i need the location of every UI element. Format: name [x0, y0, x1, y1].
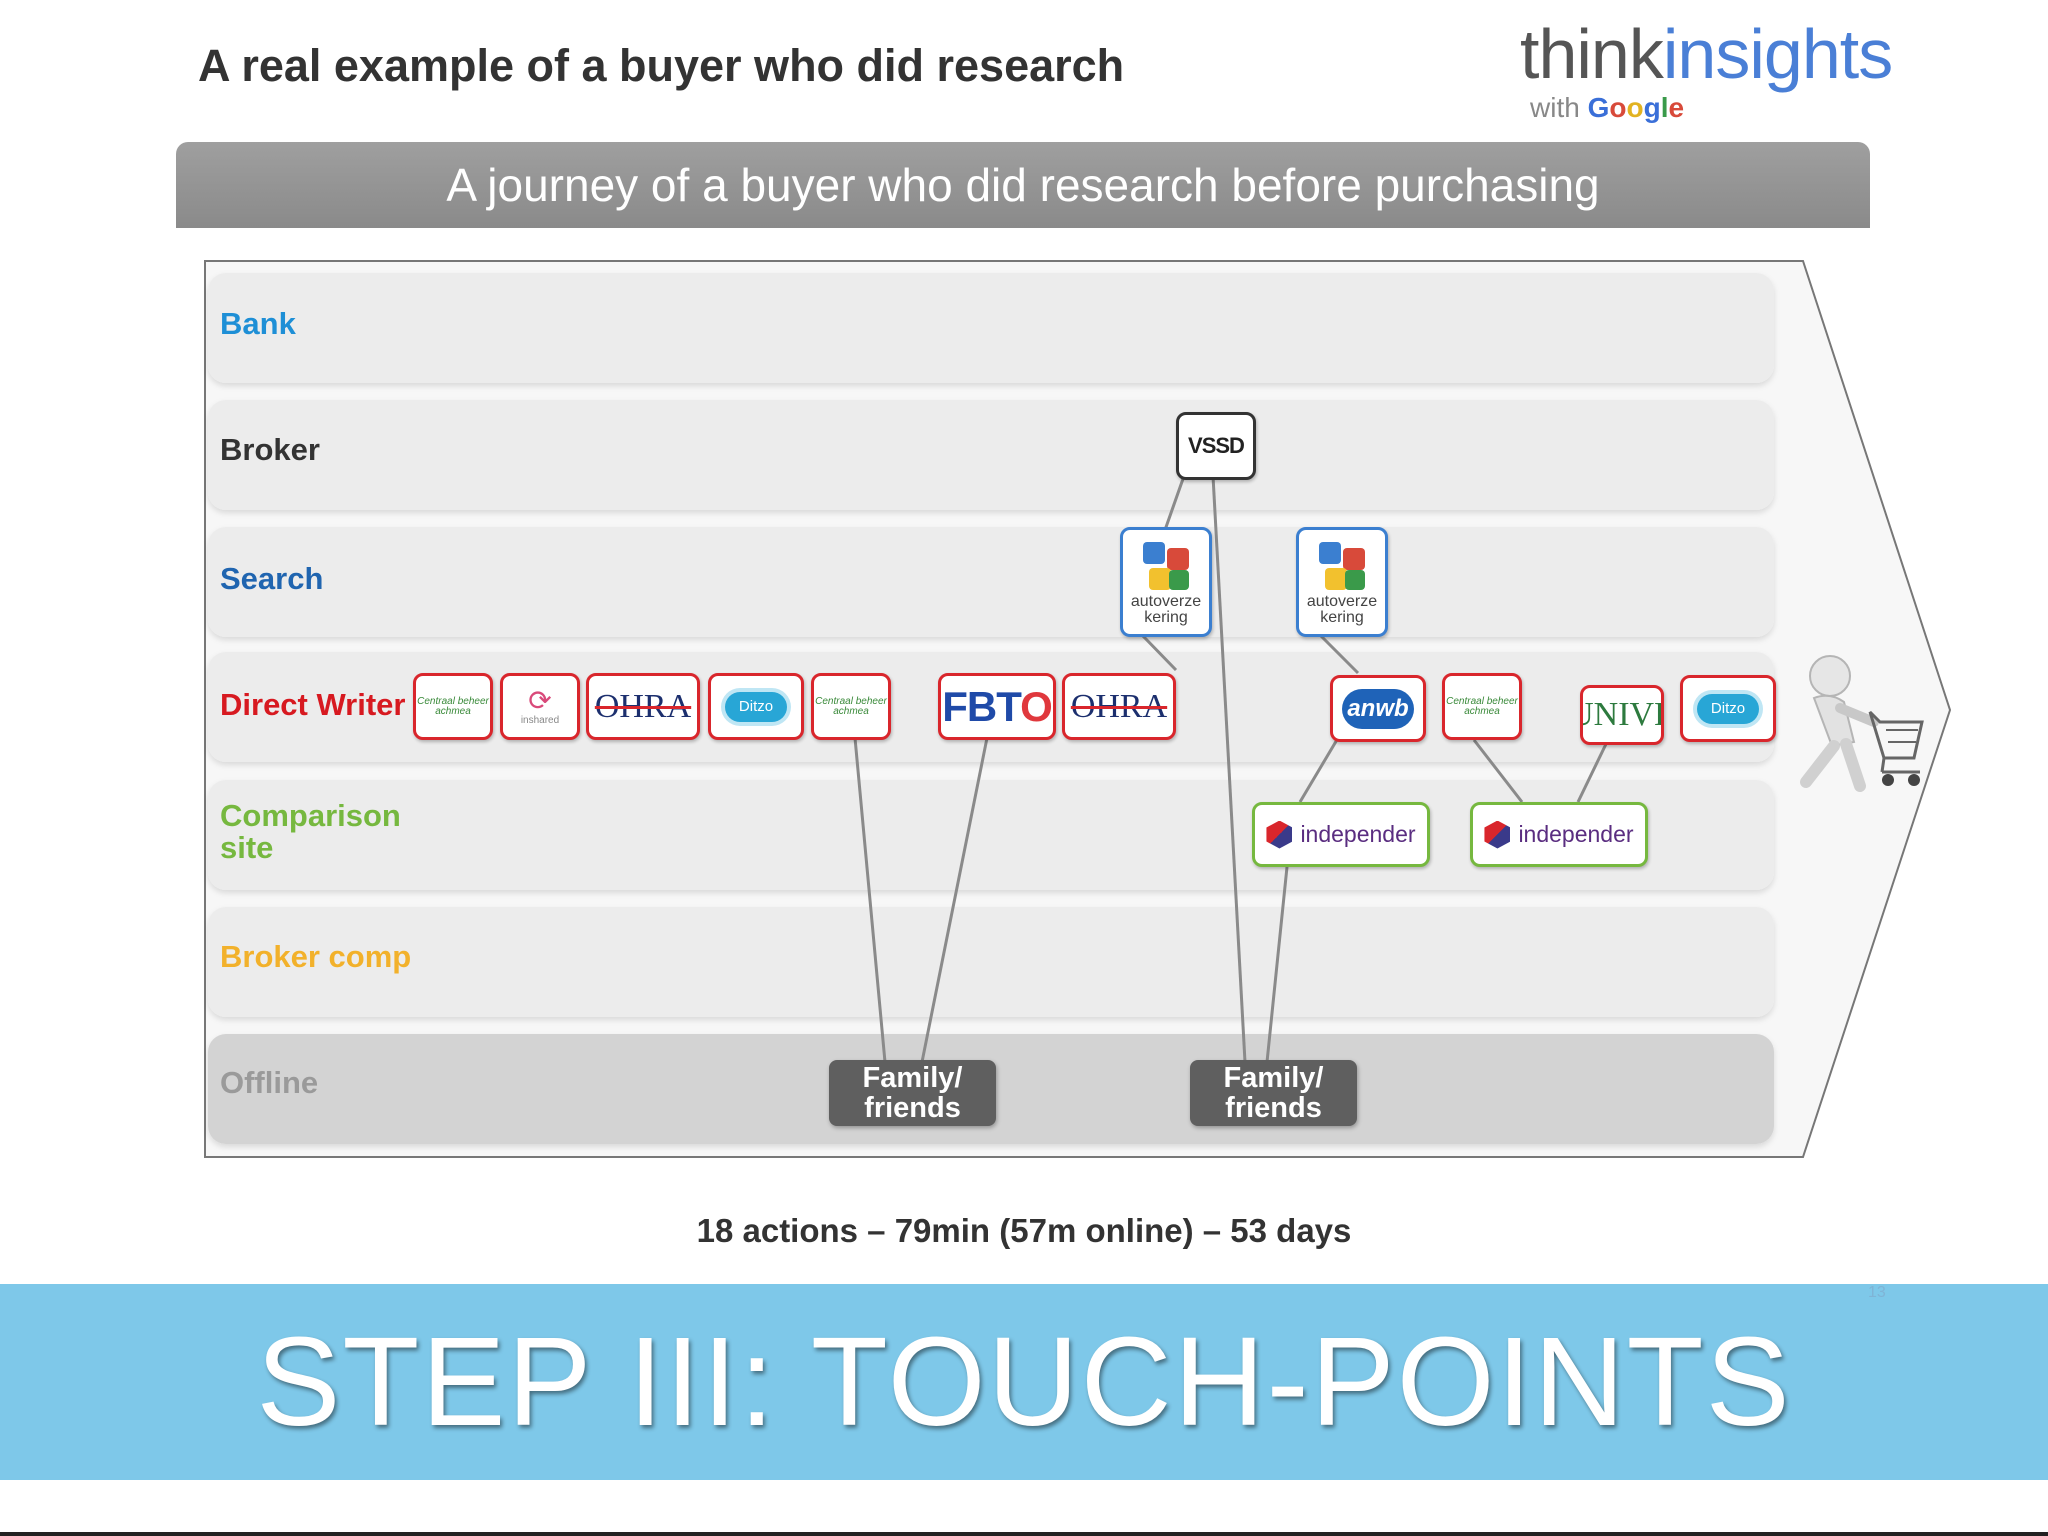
ditzo-logo: Ditzo	[725, 691, 787, 722]
unive-logo: UNIVÉ	[1583, 696, 1661, 733]
connector-line	[1472, 739, 1524, 803]
connector-line	[853, 737, 887, 1063]
touchpoint-centraal-beheer: Centraal beheer achmea	[413, 673, 493, 740]
ohra-logo: OHRA	[1070, 687, 1168, 725]
touchpoint-centraal-beheer: Centraal beheer achmea	[811, 673, 891, 740]
touchpoint-ditzo: Ditzo	[708, 673, 804, 740]
shopper-cart-icon	[1800, 655, 1924, 792]
think-insights-logo: thinkinsights with Google	[1520, 15, 1893, 123]
lane-label-broker-comp: Broker comp	[220, 939, 412, 974]
lane-label-comparison-site: Comparison site	[220, 798, 401, 865]
touchpoint-google-search: autoverze kering	[1296, 527, 1388, 637]
ohra-logo: OHRA	[594, 687, 692, 725]
hexagon-icon	[1484, 820, 1511, 849]
centraal-beheer-logo: Centraal beheer achmea	[1446, 695, 1518, 717]
lane-bank	[208, 273, 1774, 383]
connector-line	[1576, 743, 1608, 803]
lane-label-direct-writer: Direct Writer	[220, 687, 406, 722]
lane-broker-comp	[208, 907, 1774, 1017]
touchpoint-anwb: anwb	[1330, 675, 1426, 742]
independer-logo: independer	[1266, 820, 1416, 849]
cycle-icon: ⟳	[528, 685, 552, 716]
section-title-banner: STEP III: TOUCH-POINTS	[0, 1284, 2048, 1480]
vssd-logo: VSSD	[1188, 433, 1245, 458]
touchpoint-family-friends: Family/ friends	[1190, 1060, 1357, 1126]
journey-connector-lines	[853, 475, 1608, 1063]
centraal-beheer-logo: Centraal beheer achmea	[815, 695, 887, 717]
centraal-beheer-logo: Centraal beheer achmea	[417, 695, 489, 717]
lane-label-offline: Offline	[220, 1065, 319, 1100]
touchpoint-fbto: FBTO	[938, 673, 1056, 740]
touchpoint-centraal-beheer: Centraal beheer achmea	[1442, 673, 1522, 740]
google-logo	[1139, 538, 1193, 594]
journey-summary: 18 actions – 79min (57m online) – 53 day…	[696, 1212, 1352, 1249]
slide-title: A real example of a buyer who did resear…	[198, 40, 1125, 91]
touchpoint-unive: UNIVÉ	[1580, 685, 1664, 745]
touchpoint-inshared: ⟳ inshared	[500, 673, 580, 740]
touchpoint-ditzo: Ditzo	[1680, 675, 1776, 742]
google-logo	[1315, 538, 1369, 594]
fbto-logo: FBTO	[942, 682, 1053, 730]
lane-label-bank: Bank	[220, 306, 296, 341]
connector-line	[1319, 634, 1360, 675]
connector-line	[1211, 475, 1247, 1063]
hexagon-icon	[1266, 820, 1293, 849]
touchpoint-family-friends: Family/ friends	[829, 1060, 996, 1126]
lane-label-search: Search	[220, 561, 324, 596]
touchpoint-independer: independer	[1252, 802, 1430, 867]
ditzo-logo: Ditzo	[1697, 693, 1759, 724]
lane-broker	[208, 400, 1774, 510]
inshared-logo: inshared	[520, 715, 560, 726]
lane-label-broker: Broker	[220, 432, 320, 467]
connector-line	[1265, 866, 1289, 1063]
independer-logo: independer	[1484, 820, 1634, 849]
connector-line	[920, 737, 989, 1063]
connector-line	[1140, 633, 1178, 672]
touchpoint-google-search: autoverze kering	[1120, 527, 1212, 637]
lane-search	[208, 527, 1774, 637]
touchpoint-independer: independer	[1470, 802, 1648, 867]
touchpoint-vssd: VSSD	[1176, 412, 1256, 480]
bottom-border	[0, 1532, 2048, 1536]
anwb-logo: anwb	[1342, 688, 1414, 729]
connector-line	[1163, 475, 1186, 531]
connector-line	[1298, 737, 1340, 803]
touchpoint-ohra: OHRA	[1062, 673, 1176, 740]
touchpoint-ohra: OHRA	[586, 673, 700, 740]
journey-banner: A journey of a buyer who did research be…	[176, 142, 1870, 228]
page-number: 13	[1868, 1284, 1886, 1301]
